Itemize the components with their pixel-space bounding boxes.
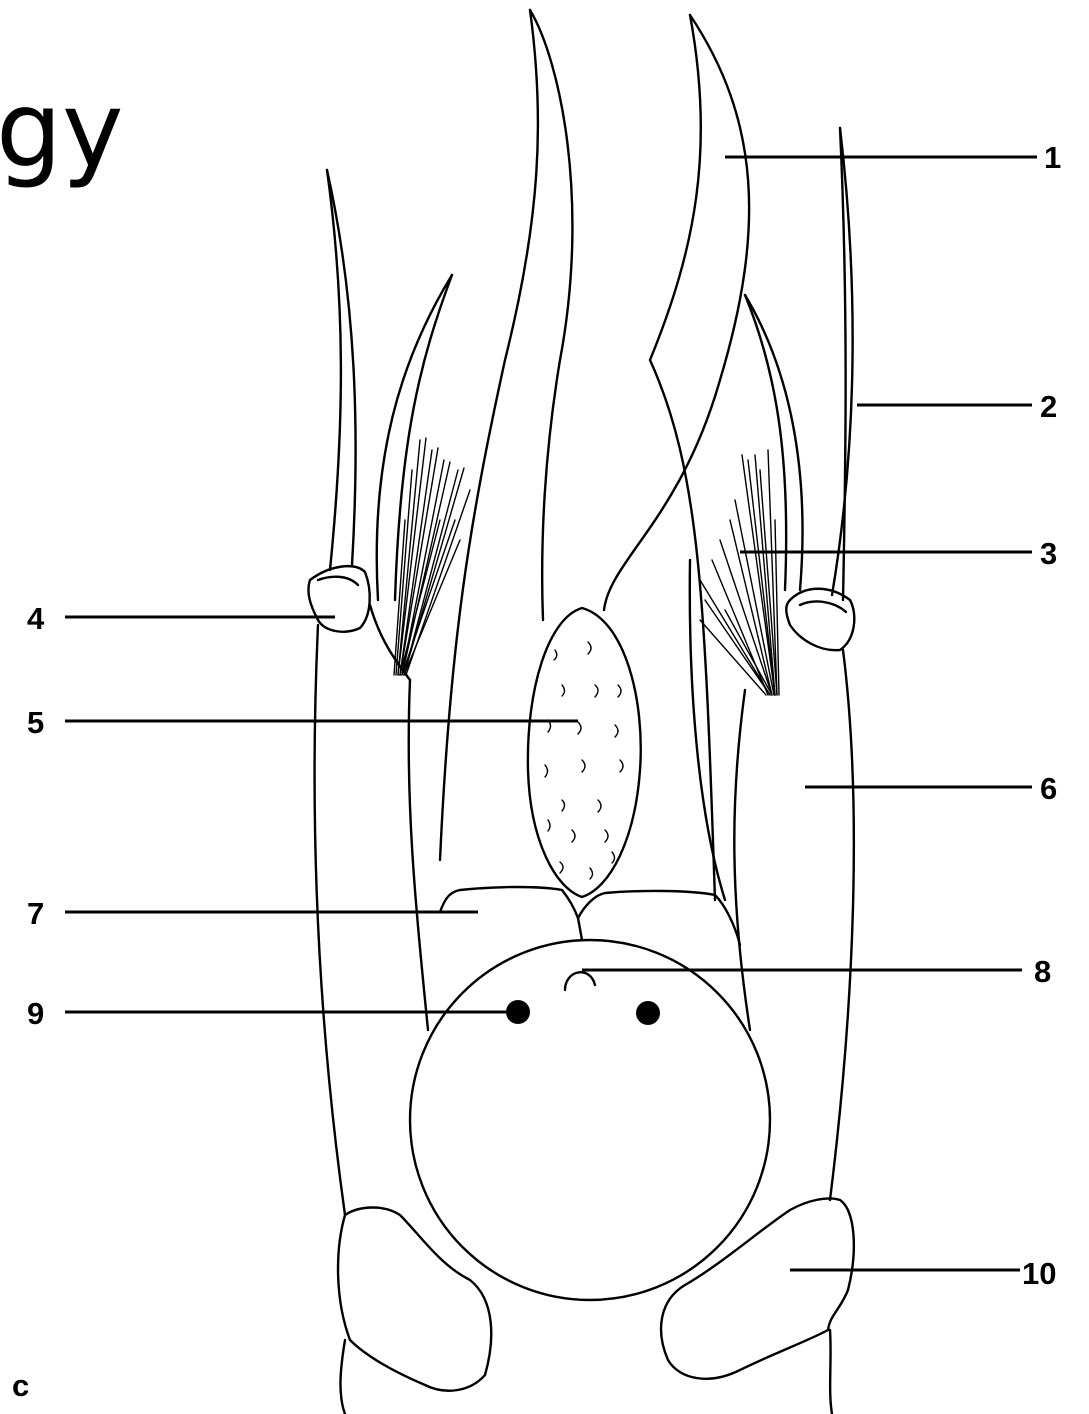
lower-lobes (338, 1198, 854, 1414)
label-5: 5 (27, 705, 44, 740)
right-brush (700, 450, 779, 695)
label-4: 4 (27, 601, 45, 636)
outer-setae (327, 128, 853, 600)
head-capsule (410, 940, 770, 1300)
leader-lines (65, 157, 1037, 1270)
label-2: 2 (1040, 389, 1057, 424)
label-3: 3 (1040, 536, 1057, 571)
left-brush (394, 438, 470, 675)
label-9: 9 (27, 996, 44, 1031)
right-eye-spot (636, 1001, 660, 1025)
label-1: 1 (1044, 140, 1061, 175)
panel-letter: c (12, 1368, 29, 1403)
left-eye-spot (506, 1000, 530, 1024)
label-7: 7 (27, 896, 44, 931)
label-10: 10 (1022, 1256, 1056, 1291)
granular-plate (528, 608, 641, 897)
body-margins (315, 560, 854, 1215)
numeric-labels: 1 2 3 4 5 6 7 8 9 10 c (12, 140, 1061, 1403)
median-pore (565, 972, 595, 990)
central-claws (440, 10, 749, 900)
label-8: 8 (1034, 954, 1051, 989)
label-6: 6 (1040, 771, 1057, 806)
basal-plates (440, 887, 740, 945)
